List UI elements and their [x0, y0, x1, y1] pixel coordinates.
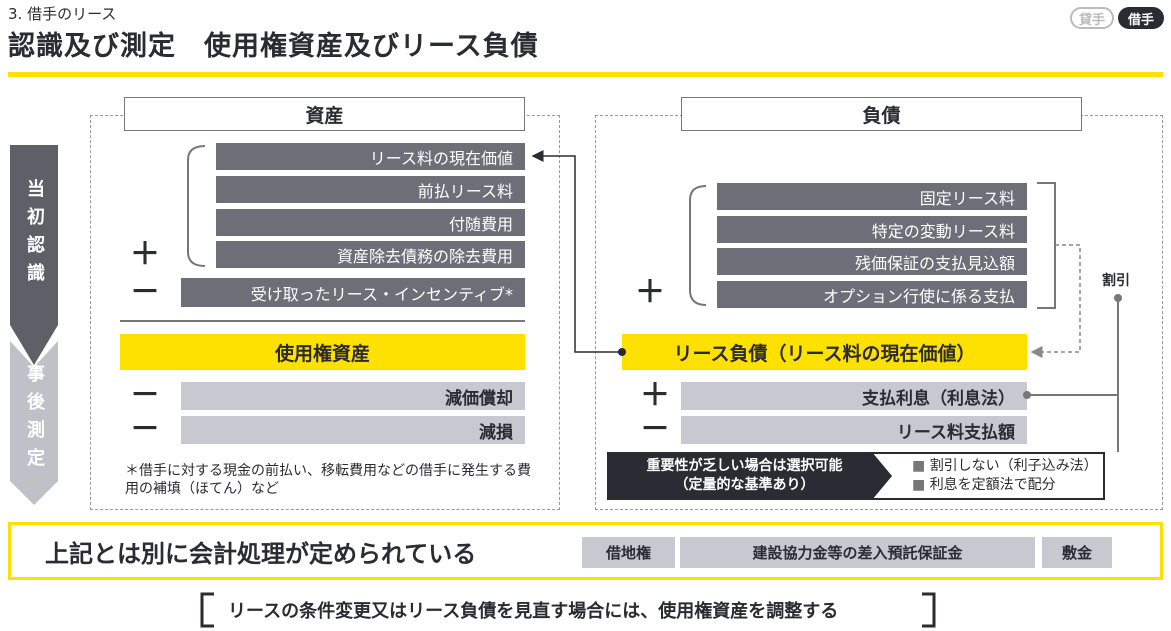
chip-leasehold: 借地権 — [582, 537, 675, 568]
lease-liability: リース負債（リース料の現在価値） — [622, 334, 1027, 370]
minus-sign: － — [640, 412, 670, 447]
option-text: 割引しない（利子込み法） — [929, 458, 1098, 474]
lender-badge: 貸手 — [1070, 7, 1114, 29]
separate-treatment-box — [8, 522, 1163, 580]
impairment: 減損 — [181, 416, 525, 444]
plus-sign: ＋ — [635, 275, 665, 310]
expedient-subtitle: （定量的な基準あり） — [674, 477, 815, 493]
asset-item: 資産除去債務の除去費用 — [216, 241, 525, 268]
rou-asset: 使用権資産 — [120, 334, 525, 370]
minus-sign: － — [130, 275, 160, 310]
minus-sign: － — [130, 378, 160, 413]
separate-treatment-text: 上記とは別に会計処理が定められている — [45, 540, 477, 568]
option-text: 利息を定額法で配分 — [929, 477, 1056, 493]
phase-arrow — [10, 145, 58, 505]
option-item: ■ 利息を定額法で配分 — [912, 477, 1056, 493]
footer-brackets — [200, 592, 936, 628]
plus-sign: ＋ — [640, 378, 670, 413]
divider — [120, 320, 525, 322]
plus-sign: ＋ — [130, 237, 160, 272]
liability-item: 固定リース料 — [717, 183, 1027, 210]
expedient-title: 重要性が乏しい場合は選択可能 （定量的な基準あり） — [612, 457, 877, 495]
chip-construction-deposit: 建設協力金等の差入預託保証金 — [680, 537, 1035, 568]
discount-label: 割引 — [1102, 273, 1130, 289]
asset-incentive: 受け取ったリース・インセンティブ* — [181, 278, 525, 307]
expedient-options: ■ 割引しない（利子込み法） ■ 利息を定額法で配分 — [912, 457, 1098, 495]
liability-item: 特定の変動リース料 — [717, 216, 1027, 243]
chip-security-deposit: 敷金 — [1042, 537, 1112, 568]
phase-subsequent: 事後測定 — [24, 364, 45, 476]
assets-header: 資産 — [124, 97, 525, 131]
page-title: 認識及び測定 使用権資産及びリース負債 — [8, 31, 539, 62]
title-underline — [8, 72, 1163, 77]
option-item: ■ 割引しない（利子込み法） — [912, 458, 1098, 474]
section-label: 3. 借手のリース — [8, 5, 117, 23]
lessee-badge: 借手 — [1118, 7, 1164, 29]
liability-item: 残価保証の支払見込額 — [717, 248, 1027, 275]
expedient-title-text: 重要性が乏しい場合は選択可能 — [646, 458, 843, 474]
asset-item: 前払リース料 — [216, 176, 525, 203]
asset-note: ＊借手に対する現金の前払い、移転費用などの借手に発生する費用の補填（ほてん）など — [125, 463, 531, 497]
phase-initial: 当初認識 — [24, 179, 45, 291]
liabilities-header: 負債 — [681, 97, 1082, 131]
footer-note: リースの条件変更又はリース負債を見直す場合には、使用権資産を調整する — [228, 601, 839, 622]
asset-item: リース料の現在価値 — [216, 143, 525, 170]
lease-payments: リース料支払額 — [681, 416, 1027, 444]
minus-sign: － — [130, 412, 160, 447]
interest-expense: 支払利息（利息法） — [681, 382, 1027, 410]
asset-item: 付随費用 — [216, 209, 525, 236]
liability-item: オプション行使に係る支払 — [717, 281, 1027, 308]
depreciation: 減価償却 — [181, 382, 525, 410]
expedient-chevron — [607, 452, 892, 500]
